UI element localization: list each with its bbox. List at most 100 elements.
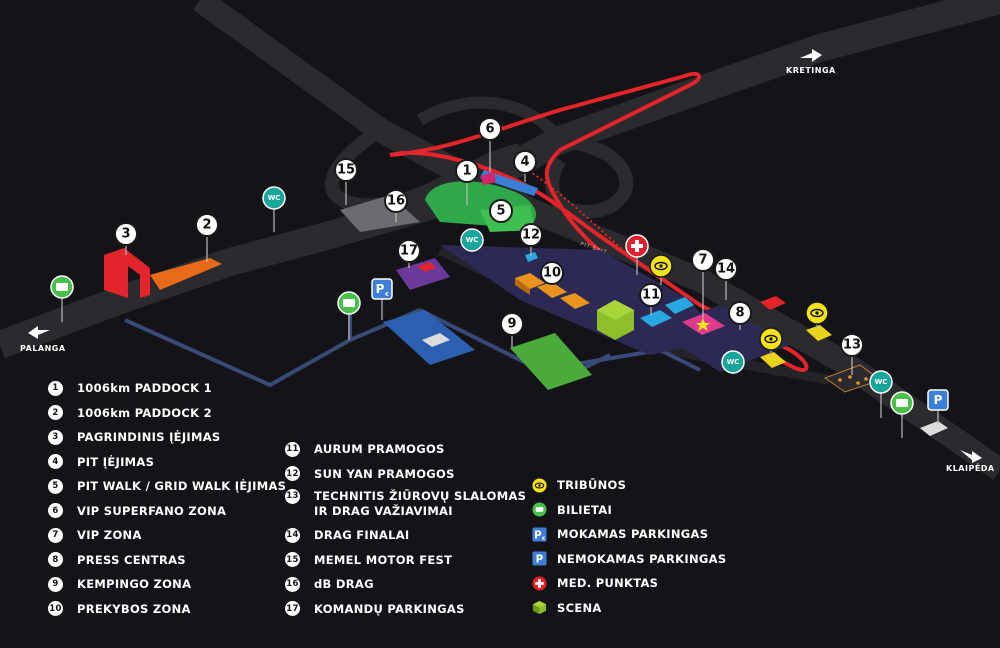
map-pin-2[interactable]: 2 xyxy=(195,213,219,237)
legend-label: TECHNITIS ŽIŪROVŲ SLALOMAS IR DRAG VAŽIA… xyxy=(314,489,527,518)
ticket-pin[interactable] xyxy=(890,391,914,415)
legend-number: 7 xyxy=(48,527,63,543)
legend-label: KEMPINGO ZONA xyxy=(77,577,192,592)
ticket-pin[interactable] xyxy=(337,291,361,315)
city-labels: KRETINGA PALANGA KLAIPĖDA xyxy=(20,49,994,473)
legend-number: 10 xyxy=(48,601,63,617)
team-parking-area xyxy=(396,258,450,290)
legend-label: PREKYBOS ZONA xyxy=(77,601,191,616)
press-center-tent xyxy=(760,296,786,310)
legend-item[interactable]: 6 VIP SUPERFANO ZONA xyxy=(48,499,286,524)
legend-number: 3 xyxy=(48,429,63,445)
legend-label: BILIETAI xyxy=(557,502,613,517)
legend-item[interactable]: 10 PREKYBOS ZONA xyxy=(48,597,286,622)
legend-label: SUN YAN PRAMOGOS xyxy=(314,466,455,481)
legend-label: MEMEL MOTOR FEST xyxy=(314,552,453,567)
svg-text:17: 17 xyxy=(400,244,418,259)
map-pin-3[interactable]: 3 xyxy=(114,222,138,246)
svg-text:5: 5 xyxy=(496,204,505,219)
svg-text:9: 9 xyxy=(507,317,516,332)
paid-parking-pin[interactable]: P€ xyxy=(371,278,393,300)
map-pin-6[interactable]: 6 xyxy=(478,117,502,141)
ticket-pin[interactable] xyxy=(50,275,74,299)
legend-number: 6 xyxy=(48,503,63,519)
wc-pin[interactable]: WC xyxy=(721,350,745,374)
map-pin-1[interactable]: 1 xyxy=(455,159,479,183)
svg-text:PALANGA: PALANGA xyxy=(20,344,66,353)
free-parking-pin[interactable]: P xyxy=(927,389,949,411)
legend-number: 5 xyxy=(48,478,63,494)
legend-label: MOKAMAS PARKINGAS xyxy=(557,527,709,542)
map-pin-9[interactable]: 9 xyxy=(500,312,524,336)
legend-item[interactable]: 9 KEMPINGO ZONA xyxy=(48,572,286,597)
wc-pin[interactable]: WC xyxy=(869,370,893,394)
map-pin-4[interactable]: 4 xyxy=(513,150,537,174)
wc-label: WC xyxy=(875,378,888,386)
eye-icon xyxy=(532,478,547,493)
map-pin-5[interactable]: 5 xyxy=(489,199,513,223)
grandstands xyxy=(760,325,832,368)
map-pin-8[interactable]: 8 xyxy=(728,301,752,325)
map-pin-10[interactable]: 10 xyxy=(540,261,564,285)
wc-pin[interactable]: WC xyxy=(262,186,286,210)
legend-item-free-parking[interactable]: P NEMOKAMAS PARKINGAS xyxy=(532,547,726,572)
medical-pin[interactable] xyxy=(625,234,649,258)
grandstand-pin[interactable] xyxy=(649,254,673,278)
svg-text:P: P xyxy=(536,554,544,566)
wc-pin[interactable]: WC xyxy=(460,228,484,252)
grandstand-pin[interactable] xyxy=(805,301,829,325)
map-pin-15[interactable]: 15 xyxy=(334,158,358,182)
direction-palanga: PALANGA xyxy=(20,326,66,353)
map-pin-13[interactable]: 13 xyxy=(840,333,864,357)
vip-superfan-strip xyxy=(481,172,496,185)
legend-label: PIT ĮĖJIMAS xyxy=(77,454,155,469)
legend-item-paid-parking[interactable]: P€ MOKAMAS PARKINGAS xyxy=(532,522,726,547)
svg-text:P: P xyxy=(934,393,943,407)
legend-item-stage[interactable]: SCENA xyxy=(532,596,726,621)
legend-item-grandstands[interactable]: TRIBŪNOS xyxy=(532,473,726,498)
map-pin-17[interactable]: 17 xyxy=(397,239,421,263)
legend-item-tickets[interactable]: BILIETAI xyxy=(532,498,726,523)
svg-text:14: 14 xyxy=(717,262,735,277)
legend-item-medical[interactable]: MED. PUNKTAS xyxy=(532,571,726,596)
legend-label: KOMANDŲ PARKINGAS xyxy=(314,601,465,616)
legend-label: VIP SUPERFANO ZONA xyxy=(77,503,227,518)
ticket-icon xyxy=(532,502,547,517)
legend-label: TRIBŪNOS xyxy=(557,478,627,493)
svg-text:3: 3 xyxy=(121,227,130,242)
grandstand-pin[interactable] xyxy=(759,327,783,351)
direction-klaipeda: KLAIPĖDA xyxy=(946,450,994,473)
ticket-pins xyxy=(50,275,914,415)
map-pin-11[interactable]: 11 xyxy=(639,283,663,307)
map-pin-12[interactable]: 12 xyxy=(519,223,543,247)
map-pin-16[interactable]: 16 xyxy=(384,189,408,213)
svg-text:11: 11 xyxy=(642,288,660,303)
svg-text:6: 6 xyxy=(485,122,494,137)
map-pin-14[interactable]: 14 xyxy=(714,257,738,281)
wc-label: WC xyxy=(268,194,281,202)
svg-text:2: 2 xyxy=(202,218,211,233)
legend-label: dB DRAG xyxy=(314,577,374,592)
legend-label: MED. PUNKTAS xyxy=(557,576,659,591)
aurum-blocks xyxy=(640,297,694,327)
legend-number: 9 xyxy=(48,576,63,592)
map-pin-7[interactable]: 7 xyxy=(691,248,715,272)
svg-text:13: 13 xyxy=(843,338,861,353)
free-parking-icon: P xyxy=(532,551,547,566)
